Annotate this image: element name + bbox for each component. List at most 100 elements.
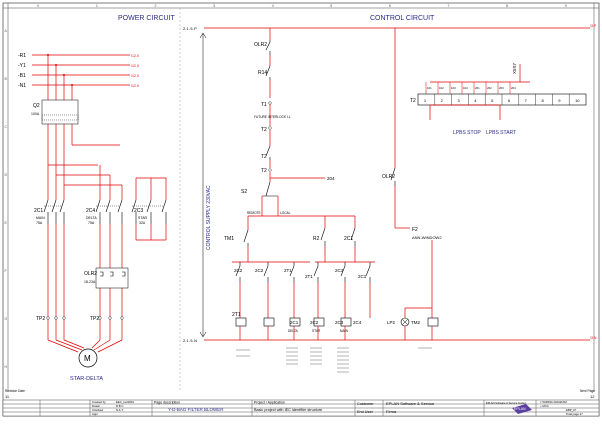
- local-label: LOCAL: [280, 211, 291, 215]
- coil-row: 2T1 2C1 2C2 DELTA 2C3 STAR 2C4 MAIN LP2: [232, 312, 439, 340]
- breaker-q2: Q2 100A: [31, 55, 79, 125]
- strip-terminal: 4: [474, 98, 477, 103]
- strip-wire-number: 104: [463, 86, 468, 90]
- bus-ref-r1: /12.0: [131, 54, 139, 58]
- lpbs-stop-label: LPBS STOP: [453, 130, 481, 136]
- contactor-2c4-name: DELTA: [86, 216, 97, 220]
- contactor-2c3-name: STAR: [138, 216, 148, 220]
- coil-tm2-tag: TM2: [411, 320, 420, 325]
- strip-terminal: 10: [575, 98, 580, 103]
- mid-contact-6: 2C1: [358, 274, 367, 279]
- strip-terminal: 8: [541, 98, 544, 103]
- title-block: Created by EEC_tool2001 Drawn R.B.C Chec…: [2, 399, 600, 417]
- rev-row-3-role: Checked: [92, 408, 103, 412]
- row-marker: H: [5, 365, 8, 369]
- column-marker: 5: [330, 4, 332, 8]
- project-name: Basic project with IEC identifier struct…: [254, 408, 322, 412]
- control-rails: 2.1 /1.P 2.1 /1.N /3.P /3.N CONTROL SUPP…: [183, 24, 597, 343]
- right-margin-page: 12: [590, 394, 595, 399]
- power-circuit-title: POWER CIRCUIT: [118, 15, 176, 22]
- contactor-2c1-rating: 75A: [36, 221, 43, 225]
- project-label: Project / Application: [254, 401, 285, 405]
- rev-row-2-name: R.B.C: [116, 404, 123, 408]
- page-desc-label: Page description: [154, 401, 180, 405]
- mid-contact-5: 2C3: [335, 268, 344, 273]
- power-wiring: [47, 124, 167, 353]
- strip-terminal: 6: [508, 98, 511, 103]
- olr-range: 18-23A: [84, 280, 96, 284]
- r14-tag: R14: [258, 70, 267, 76]
- row-marker: C: [5, 125, 8, 129]
- coil-2c2-tag: 2C2: [310, 320, 319, 325]
- future-interlock: FUTURE INTERLOCK LL: [254, 115, 291, 119]
- strip-wire-number: 202: [487, 86, 492, 90]
- strip-tag: T2: [410, 98, 416, 104]
- coil-2c1: 2C1: [263, 317, 299, 327]
- t1-tag: T1: [261, 102, 267, 108]
- rev-row-2-role: Drawn: [92, 404, 101, 408]
- strip-wire-number: 101: [427, 86, 432, 90]
- power-buses: -R1 -Y1 -B1 -N1 /12.0 /12.0 /12.0 /12.0: [18, 53, 139, 89]
- strip-x7-tag: X5S7: [512, 62, 517, 74]
- column-marker: 7: [448, 4, 450, 8]
- control-circuit-title: CONTROL CIRCUIT: [370, 15, 435, 22]
- contact-cross-refs: [236, 347, 432, 373]
- terminal-tp2-left: TP2: [36, 316, 45, 322]
- coil-2c4: 2C4 MAIN: [340, 317, 362, 333]
- strip-terminal: 3: [457, 98, 460, 103]
- annunciator-branch: OLR2 F2 ANN-WINDOW2: [382, 28, 442, 240]
- control-supply-label: CONTROL SUPPLY 230VAC: [206, 185, 212, 250]
- top-line-ref: /3.P: [590, 24, 597, 28]
- column-marker: 9: [565, 4, 567, 8]
- column-marker: 8: [506, 4, 508, 8]
- contactor-2c3-tag: 2C3: [134, 208, 143, 214]
- mid-contact-2: 2C2: [255, 268, 264, 273]
- bus-label-b1: -B1: [18, 73, 26, 79]
- contactor-2c4-rating: 75A: [88, 221, 95, 225]
- strip-wire-number: 102: [439, 86, 444, 90]
- strip-wire-number: 201: [475, 86, 480, 90]
- column-marker: 0: [37, 4, 39, 8]
- row-marker: A: [5, 29, 8, 33]
- rev-row-1-role: Created by: [92, 400, 106, 404]
- coil-2t1-tag: 2T1: [232, 312, 241, 318]
- bus-ref-y1: /12.0: [131, 64, 139, 68]
- bottom-line-ref: /3.N: [590, 336, 597, 340]
- contactor-2c4: 2C4 DELTA 75A: [86, 199, 123, 225]
- column-marker: 3: [213, 4, 215, 8]
- t2-a-tag: T2: [261, 127, 267, 133]
- strip-wire-number: 203: [499, 86, 504, 90]
- page-description: Y-D-BAG FILTER BLOWER: [168, 407, 224, 412]
- olr-b-tag: OLR2: [382, 174, 395, 180]
- breaker-tag: Q2: [33, 103, 40, 109]
- contactor-2c3-rating: 32A: [139, 221, 146, 225]
- contactor-2c1-tag: 2C1: [34, 208, 43, 214]
- terminal-tp2-right: TP2: [90, 316, 99, 322]
- rev-row-1-name: EEC_tool2001: [116, 400, 134, 404]
- rev-row-3-name: N.A.T: [116, 408, 123, 412]
- column-marker: 4: [272, 4, 274, 8]
- remote-label: REMOTE: [247, 211, 261, 215]
- contactor-2c1-name: MAIN: [36, 216, 45, 220]
- contactor-2c3: 2C3 STAR 32A: [131, 199, 167, 225]
- top-line-label: 2.1 /1.P: [183, 26, 197, 31]
- c2c1-tag: 2C1: [344, 236, 353, 242]
- motor: M STAR-DELTA: [70, 348, 103, 382]
- tm1-tag: TM1: [224, 236, 234, 242]
- coil-name-main: MAIN: [340, 329, 349, 333]
- end-user-label: End User: [357, 410, 374, 414]
- coil-2c1-tag: 2C1: [290, 320, 299, 325]
- coil-2c4-tag: 2C4: [353, 320, 362, 325]
- mid-contact-3: 2T1: [284, 268, 292, 273]
- r2-tag: R2: [313, 236, 320, 242]
- s2-tag: S2: [241, 189, 247, 195]
- strip-terminal: 1: [424, 98, 427, 103]
- lamp-lp2: LP2: [387, 317, 410, 327]
- title-right-4: Total page 27: [566, 412, 583, 416]
- strip-terminal: 7: [525, 98, 528, 103]
- rev-row-4-role: Appr: [92, 412, 98, 416]
- left-margin-note: Revision Date: [5, 389, 25, 393]
